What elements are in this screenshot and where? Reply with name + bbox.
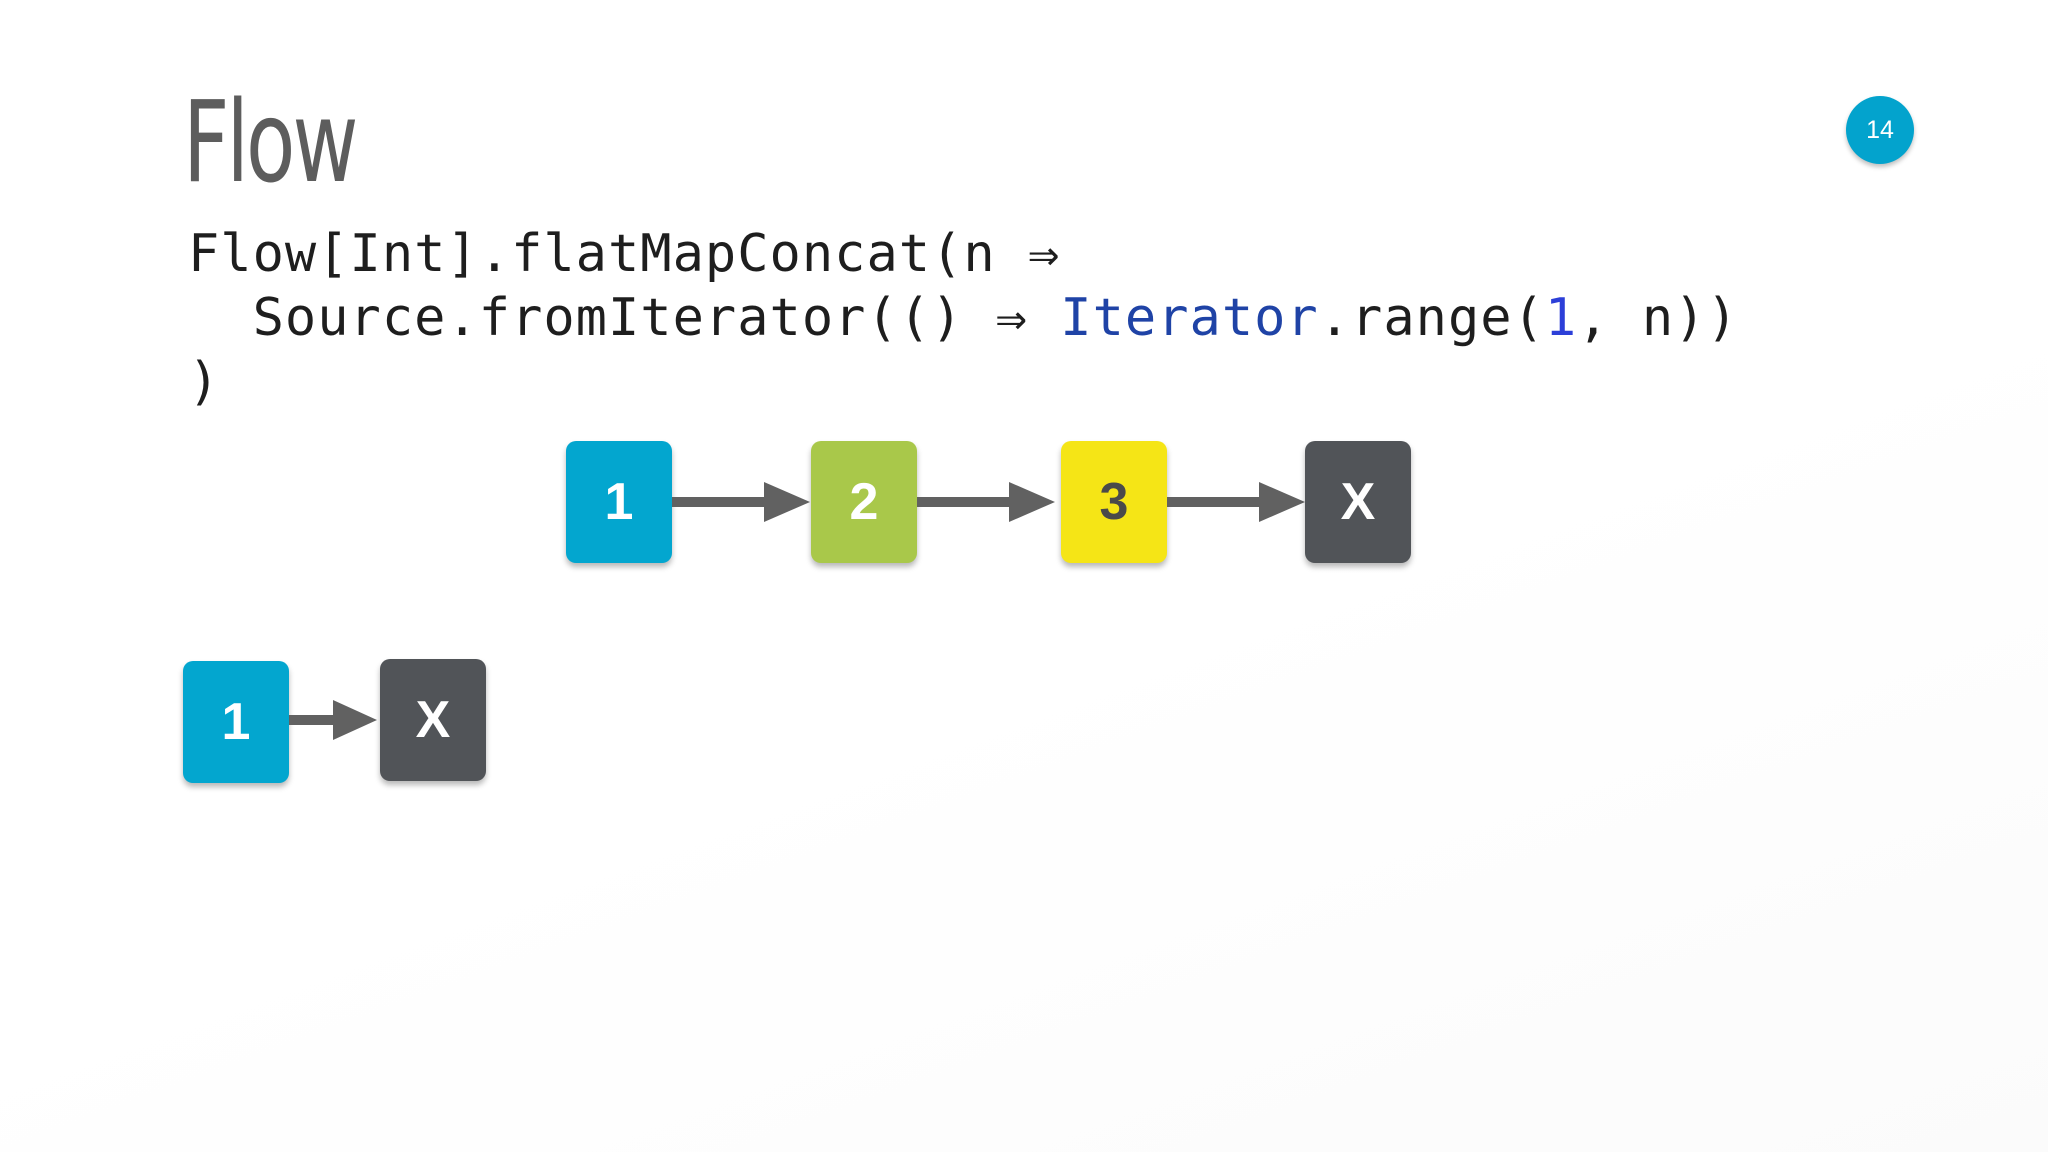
code-token-type: Iterator [1060,288,1319,348]
code-token: , n)) [1577,288,1739,348]
code-block: Flow[Int].flatMapConcat(n ⇒ Source.fromI… [188,222,1739,414]
stream-bottom-node-1: 1 [183,661,289,783]
code-line-1: Flow[Int].flatMapConcat(n ⇒ [188,224,1060,284]
code-token: .range( [1318,288,1545,348]
code-line-2: Source.fromIterator(() ⇒ Iterator.range(… [188,288,1739,348]
arrow-right-icon [1167,482,1305,522]
stream-top-node-2: 2 [811,441,917,563]
code-token: ) [188,352,221,412]
page-number-badge: 14 [1846,96,1914,164]
stream-bottom-node-end: X [380,659,486,781]
stream-top-node-end: X [1305,441,1411,563]
stream-top-node-3: 3 [1061,441,1167,563]
code-token-number: 1 [1544,288,1578,348]
code-token: Flow[Int].flatMapConcat(n ⇒ [188,224,1061,284]
arrow-right-icon [672,482,810,522]
arrow-right-icon [917,482,1055,522]
code-token: Source.fromIterator(() ⇒ [188,288,1061,348]
arrow-right-icon [289,700,377,740]
stream-top-node-1: 1 [566,441,672,563]
code-line-3: ) [188,352,220,412]
slide-title: Flow [183,78,358,208]
